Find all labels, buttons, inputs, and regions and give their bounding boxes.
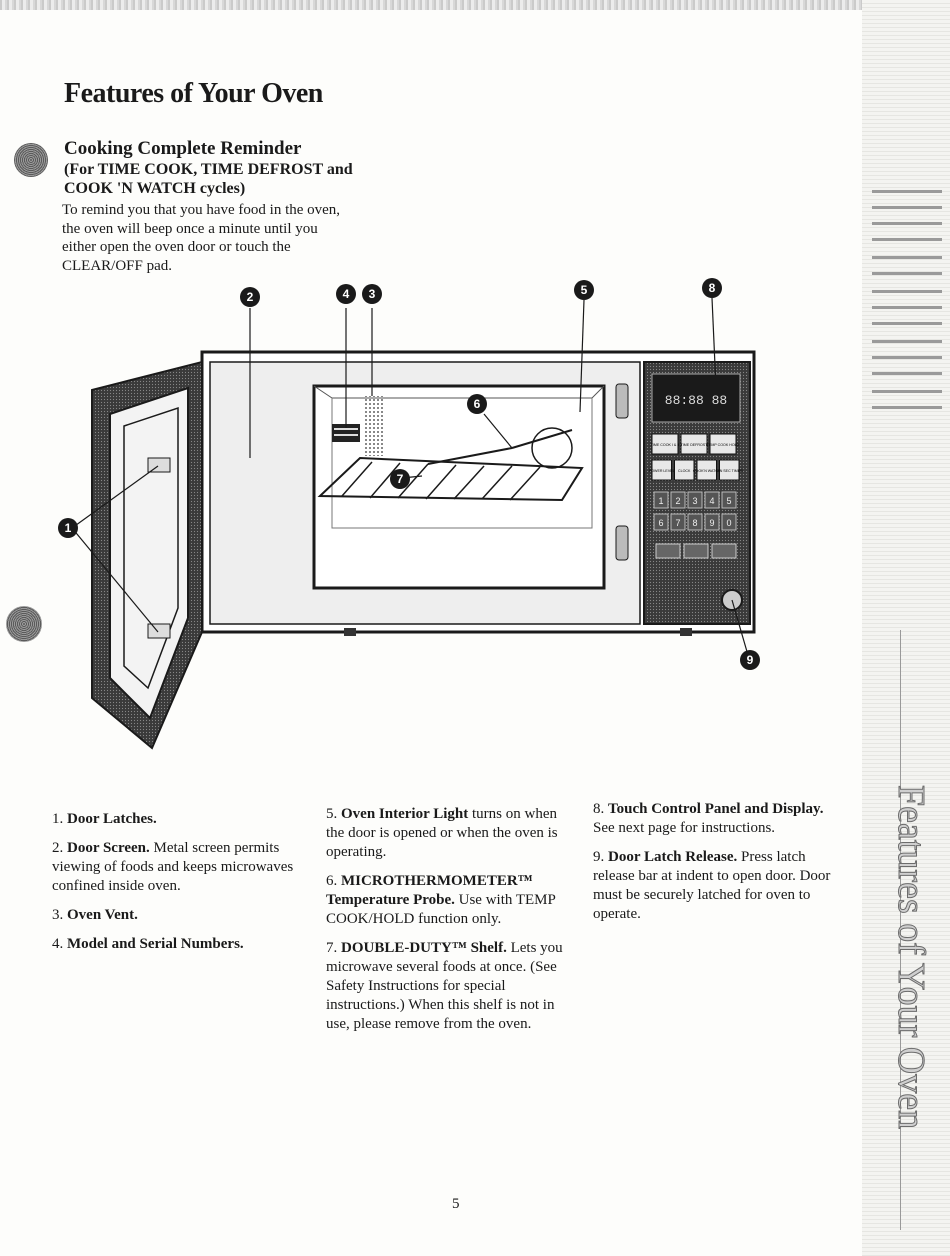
- digit-pad[interactable]: [704, 513, 720, 531]
- panel-pad[interactable]: [674, 459, 695, 481]
- digit-pad-label: 4: [709, 496, 714, 506]
- callout-9: 9: [740, 650, 760, 670]
- panel-pad-label: TIME DEFROST: [681, 443, 709, 447]
- page-number: 5: [452, 1196, 460, 1212]
- scan-top-edge: [0, 0, 870, 10]
- digit-pad-label: 6: [658, 518, 663, 528]
- callout-4: 4: [336, 284, 356, 304]
- function-pad[interactable]: [683, 543, 709, 559]
- digit-pad[interactable]: [721, 491, 737, 509]
- bullet-dot: [14, 143, 48, 177]
- digit-pad-label: 0: [726, 518, 731, 528]
- digit-pad[interactable]: [670, 513, 686, 531]
- feature-9: 9. Door Latch Release. Press latch relea…: [593, 849, 831, 922]
- features-column-2: 5. Oven Interior Light turns on when the…: [326, 805, 566, 1044]
- feature-5: 5. Oven Interior Light turns on when the…: [326, 806, 558, 860]
- margin-rule: [900, 630, 901, 1230]
- feature-6: 6. MICROTHERMOMETER™ Temperature Probe. …: [326, 873, 556, 927]
- digit-pad-label: 2: [675, 496, 680, 506]
- feature-2: 2. Door Screen. Metal screen permits vie…: [52, 840, 294, 894]
- panel-pad-label: MIN SEC TIMER: [716, 469, 743, 473]
- bullet-dot-lower: [6, 606, 42, 642]
- digit-pad[interactable]: [687, 513, 703, 531]
- digit-pad-label: 8: [692, 518, 697, 528]
- function-pad[interactable]: [711, 543, 737, 559]
- callout-3: 3: [362, 284, 382, 304]
- panel-pad-label: TEMP COOK HOLD: [707, 443, 740, 447]
- digit-pad[interactable]: [670, 491, 686, 509]
- reminder-text: To remind you that you have food in the …: [62, 202, 341, 274]
- callout-2: 2: [240, 287, 260, 307]
- digit-pad[interactable]: [687, 491, 703, 509]
- digit-pad[interactable]: [653, 513, 669, 531]
- reminder-subheading: (For TIME COOK, TIME DEFROST and COOK 'N…: [64, 161, 353, 197]
- callout-8: 8: [702, 278, 722, 298]
- panel-pad[interactable]: [696, 459, 717, 481]
- digit-pad-label: 7: [675, 518, 680, 528]
- features-column-1: 1. Door Latches. 2. Door Screen. Metal s…: [52, 810, 302, 964]
- panel-pad-label: POWER LEVEL: [649, 469, 675, 473]
- panel-pad[interactable]: [709, 433, 737, 455]
- panel-pad[interactable]: [651, 459, 672, 481]
- feature-7: 7. DOUBLE-DUTY™ Shelf. Lets you microwav…: [326, 940, 563, 1032]
- feature-8: 8. Touch Control Panel and Display. See …: [593, 801, 824, 836]
- panel-display: 88:88 88: [665, 393, 727, 408]
- reminder-heading: Cooking Complete Reminder: [64, 138, 302, 159]
- digit-pad-label: 9: [709, 518, 714, 528]
- feature-4: 4. Model and Serial Numbers.: [52, 936, 244, 952]
- panel-pad[interactable]: [680, 433, 708, 455]
- callout-6: 6: [467, 394, 487, 414]
- panel-pad[interactable]: [651, 433, 679, 455]
- panel-pad[interactable]: [719, 459, 740, 481]
- digit-pad[interactable]: [653, 491, 669, 509]
- digit-pad-label: 1: [658, 496, 663, 506]
- digit-pad[interactable]: [704, 491, 720, 509]
- digit-pad-label: 3: [692, 496, 697, 506]
- side-tab-title: Features of Your Oven: [890, 785, 933, 1130]
- feature-1: 1. Door Latches.: [52, 811, 157, 827]
- digit-pad[interactable]: [721, 513, 737, 531]
- digit-pad-label: 5: [726, 496, 731, 506]
- feature-3: 3. Oven Vent.: [52, 907, 138, 923]
- features-column-3: 8. Touch Control Panel and Display. See …: [593, 800, 843, 934]
- thumb-index-strip: [862, 0, 950, 1256]
- callout-7: 7: [390, 469, 410, 489]
- function-pad[interactable]: [655, 543, 681, 559]
- panel-pad-label: TIME COOK I & II: [651, 443, 680, 447]
- callout-1: 1: [58, 518, 78, 538]
- panel-pad-label: COOK'N WATCH: [693, 469, 721, 473]
- callout-5: 5: [574, 280, 594, 300]
- panel-pad-label: CLOCK: [678, 469, 691, 473]
- page-title: Features of Your Oven: [64, 78, 323, 109]
